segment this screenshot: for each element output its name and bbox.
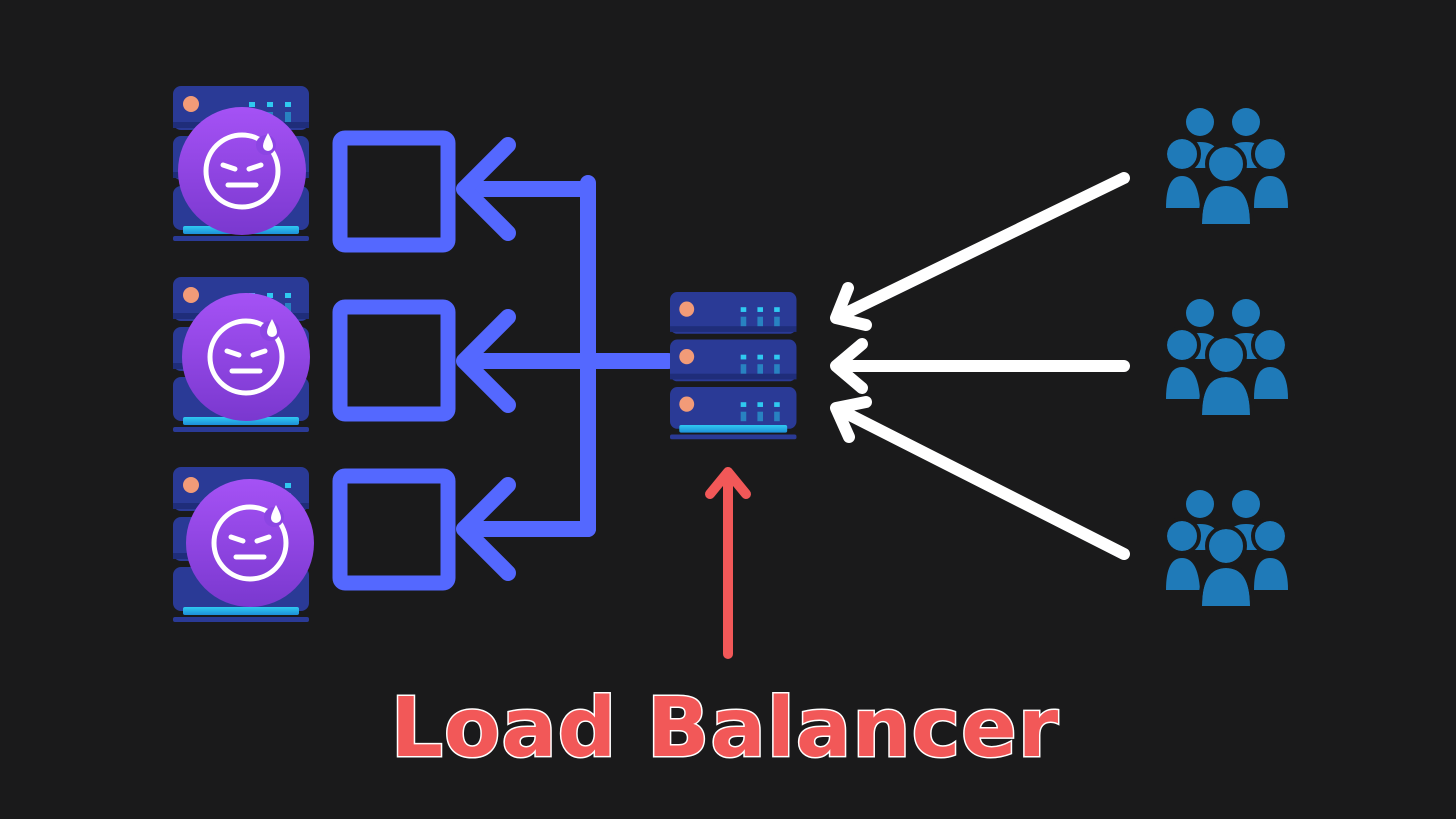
request-arrows <box>830 172 1130 560</box>
backend-server-1 <box>173 86 309 241</box>
arrowhead-3 <box>456 477 516 581</box>
target-box-3 <box>332 468 456 591</box>
target-box-2 <box>332 299 456 422</box>
label-container: Load Balancer <box>0 668 1456 788</box>
request-head-3 <box>830 396 872 443</box>
backend-server-2 <box>173 277 310 432</box>
label-arrow <box>705 467 751 659</box>
users-group-icon <box>1166 299 1288 415</box>
request-head-2 <box>830 338 868 394</box>
stressed-face-icon <box>182 293 310 421</box>
users-group-icon <box>1166 490 1288 606</box>
load-balancer-server <box>670 292 797 440</box>
request-head-1 <box>830 282 872 331</box>
request-line-1 <box>834 172 1130 322</box>
arrowhead-2 <box>456 309 516 413</box>
routing-arrows <box>456 137 676 581</box>
target-boxes <box>332 130 456 591</box>
stressed-face-icon <box>186 479 314 607</box>
request-line-3 <box>834 404 1130 560</box>
load-balancer-label: Load Balancer <box>389 679 1060 777</box>
user-group-1 <box>1163 108 1289 226</box>
arrowhead-1 <box>456 137 516 241</box>
target-box-1 <box>332 130 456 253</box>
user-group-3 <box>1163 490 1289 608</box>
stressed-face-icon <box>178 107 306 235</box>
user-group-2 <box>1163 299 1289 417</box>
backend-server-3 <box>173 467 314 622</box>
